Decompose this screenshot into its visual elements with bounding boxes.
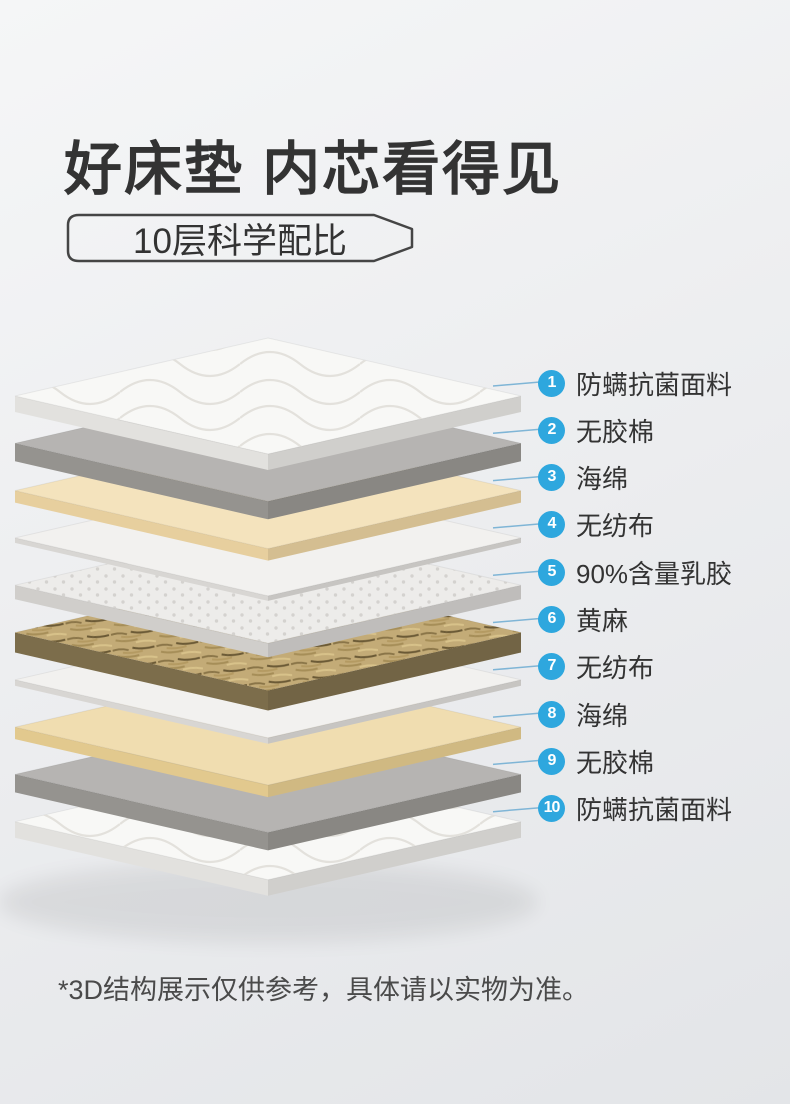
layer-7-right-edge — [268, 679, 521, 744]
leader-line-7 — [492, 665, 541, 671]
layer-5-left-edge — [15, 585, 268, 658]
layer-1-left-edge — [15, 396, 268, 470]
layer-1-right-edge — [268, 396, 521, 470]
layer-2-left-edge — [15, 443, 268, 520]
subtitle-text: 10层科学配比 — [133, 221, 347, 261]
leader-line-4 — [492, 523, 541, 529]
layer-4-right-edge — [268, 537, 521, 601]
layer-5-right-edge — [268, 585, 521, 658]
layer-8-right-shade — [268, 727, 521, 798]
layer-4-left-edge — [15, 537, 268, 601]
layer-1-quilted-fabric — [14, 337, 522, 470]
layer-1-texture — [15, 338, 521, 454]
leader-line-2 — [492, 428, 541, 435]
leader-lines — [492, 381, 541, 813]
layer-1-right-shade — [268, 396, 521, 470]
leader-line-3 — [492, 475, 541, 482]
layer-6-right-edge — [268, 632, 521, 711]
layer-9-right-shade — [268, 774, 521, 851]
layer-3-left-edge — [15, 490, 268, 561]
layer-9-left-edge — [15, 774, 268, 851]
layer-6-right-shade — [268, 632, 521, 711]
disclaimer-footnote: *3D结构展示仅供参考，具体请以实物为准。 — [58, 975, 590, 1005]
stack-shadow — [0, 862, 538, 942]
leader-line-6 — [492, 617, 541, 624]
layer-3-right-shade — [268, 490, 521, 561]
layer-5-right-shade — [268, 585, 521, 658]
layer-4-right-shade — [268, 537, 521, 601]
layer-3-right-edge — [268, 490, 521, 561]
page-title: 好床垫 内芯看得见 — [64, 137, 563, 202]
leader-line-9 — [492, 759, 541, 766]
layer-6-left-edge — [15, 632, 268, 711]
layer-7-right-shade — [268, 679, 521, 744]
layer-10-right-edge — [268, 821, 521, 896]
layer-8-left-edge — [15, 727, 268, 798]
layer-stack — [14, 337, 522, 896]
leader-line-8 — [492, 712, 541, 718]
subtitle-banner: 10层科学配比 — [64, 212, 416, 264]
layer-10-left-edge — [15, 821, 268, 896]
layer-2-right-shade — [268, 443, 521, 520]
layer-9-right-edge — [268, 774, 521, 851]
leader-line-10 — [492, 806, 541, 813]
leader-line-1 — [492, 381, 541, 387]
layer-8-right-edge — [268, 727, 521, 798]
layer-2-right-edge — [268, 443, 521, 520]
layer-10-right-shade — [268, 821, 521, 896]
layer-7-left-edge — [15, 679, 268, 744]
leader-line-5 — [492, 570, 541, 576]
subtitle-bracket-outline — [66, 213, 414, 263]
